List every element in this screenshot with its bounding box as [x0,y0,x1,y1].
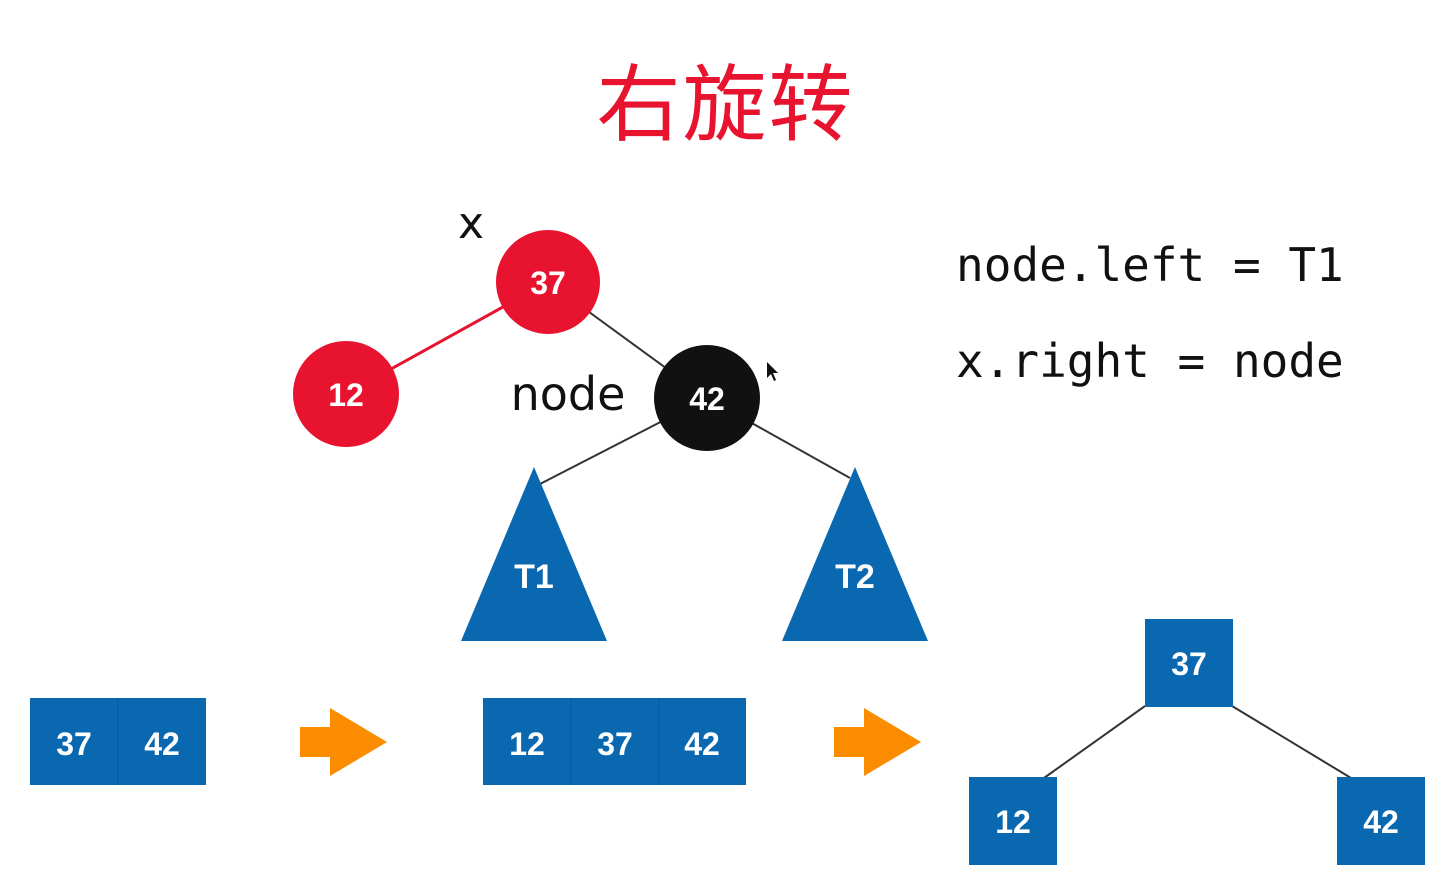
tree-node-12: 12 [293,341,399,447]
array-cell [483,698,571,785]
subtree-t2: T2 [782,467,928,641]
result-node-left-value: 12 [995,804,1031,840]
mouse-cursor-icon [767,362,778,381]
array-cell [30,698,118,785]
subtree-t1-label: T1 [514,558,554,596]
array-cell-value: 42 [144,726,180,762]
result-node-right [1337,777,1425,865]
subtree-t1: T1 [461,467,607,641]
code-line-2: x.right = node [956,334,1344,388]
slide-title: 右旋转 [596,56,855,154]
array-cell-value: 37 [56,726,92,762]
tree-node-37: 37 [496,230,600,334]
result-tree: 37 12 42 [969,619,1425,865]
x-label: x [458,198,484,249]
tree-node-37-value: 37 [530,265,566,301]
result-node-root [1145,619,1233,707]
array-cell [659,698,746,785]
node-label: node [511,367,626,421]
code-line-1: node.left = T1 [956,238,1344,292]
array-step-1: 37 42 [30,698,206,785]
arrow-right-icon [834,708,921,776]
result-node-left [969,777,1057,865]
result-node-root-value: 37 [1171,646,1207,682]
tree-node-42: 42 [654,345,760,451]
array-cell [118,698,206,785]
array-cell-value: 37 [597,726,633,762]
result-edge-left [1043,705,1146,779]
arrow-right-icon [300,708,387,776]
subtree-t2-label: T2 [835,558,875,596]
array-cell-value: 42 [684,726,720,762]
array-cell [571,698,659,785]
tree-node-12-value: 12 [328,377,364,413]
result-edge-right [1231,705,1352,779]
tree-node-42-value: 42 [689,381,725,417]
array-step-2: 12 37 42 [483,698,746,785]
result-node-right-value: 42 [1363,804,1399,840]
array-cell-value: 12 [509,726,545,762]
